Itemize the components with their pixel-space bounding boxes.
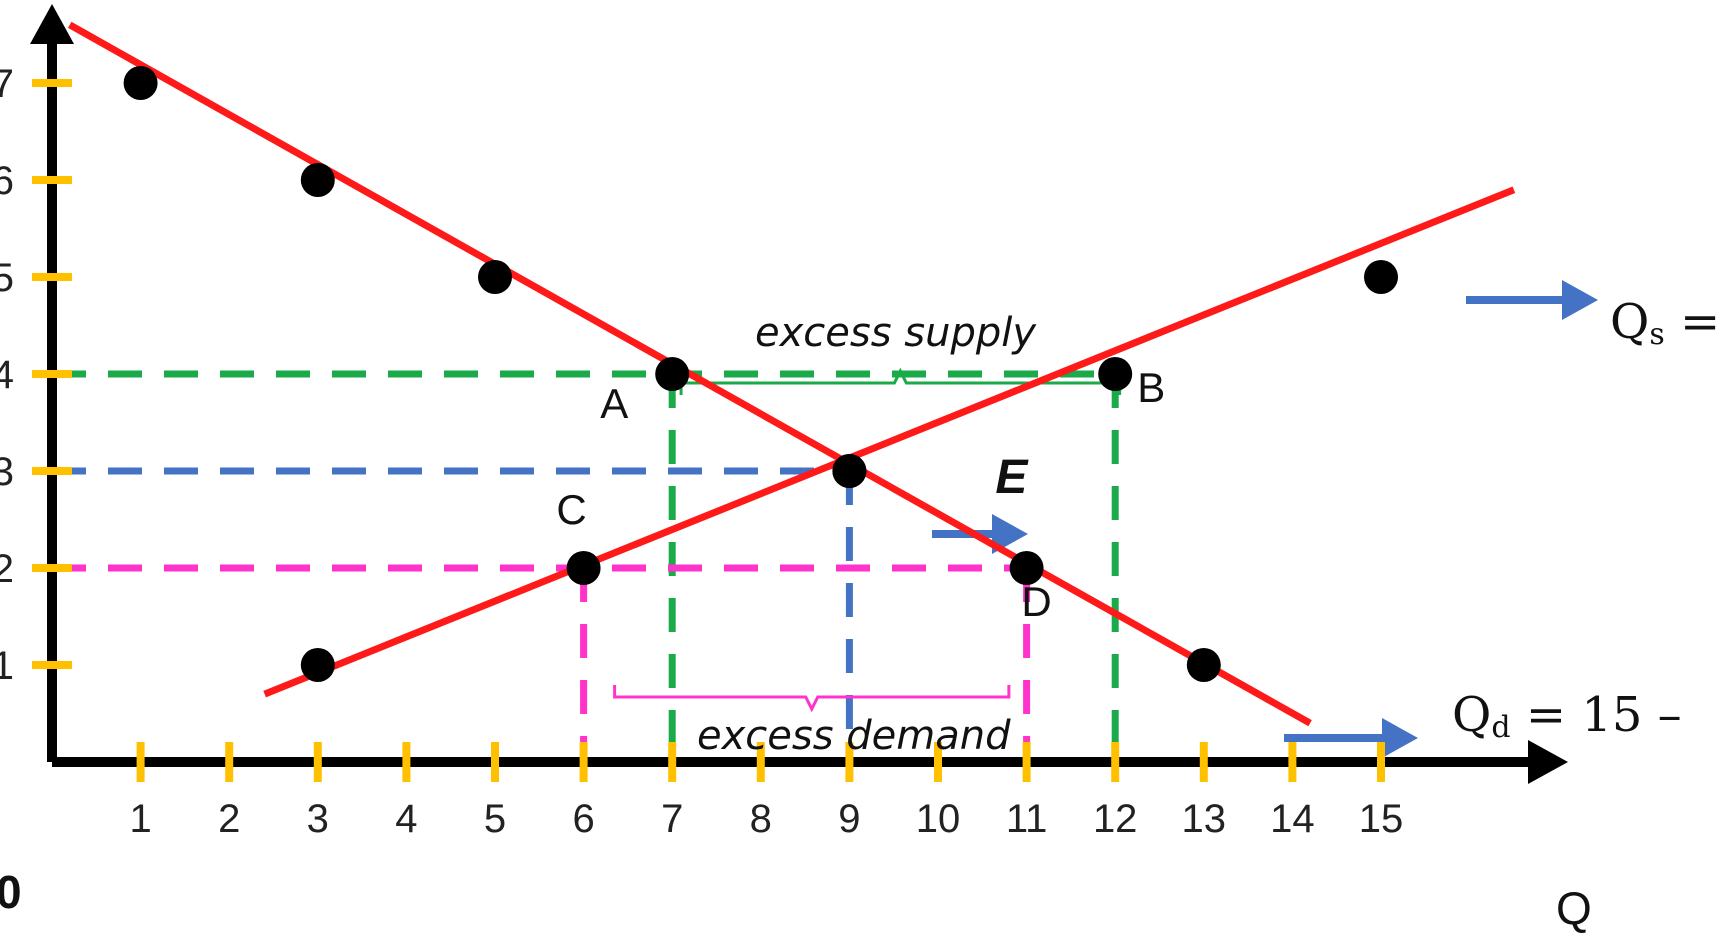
data-point-1-1 bbox=[566, 551, 601, 585]
y-axis-arrowhead bbox=[30, 4, 74, 44]
x-tick-label: 13 bbox=[1182, 797, 1227, 841]
x-axis-arrowhead bbox=[1528, 740, 1568, 784]
x-tick-label: 7 bbox=[661, 797, 683, 841]
data-point-0-2 bbox=[478, 260, 512, 294]
x-tick-label: 1 bbox=[129, 797, 151, 841]
data-point-0-6 bbox=[1186, 648, 1221, 682]
y-tick-label: 2 bbox=[0, 547, 14, 591]
y-tick-label: 4 bbox=[0, 353, 14, 397]
x-tick-label: 9 bbox=[838, 797, 860, 841]
data-point-0-0 bbox=[123, 66, 158, 100]
curve-lines bbox=[68, 21, 1516, 727]
x-tick-label: 14 bbox=[1270, 797, 1315, 841]
y-tick-label: 7 bbox=[0, 62, 14, 106]
curve-line-0 bbox=[68, 21, 1312, 727]
point-label-e: E bbox=[995, 451, 1029, 504]
x-tick-label: 12 bbox=[1093, 797, 1138, 841]
y-tick-label: 5 bbox=[0, 256, 14, 300]
x-tick-label: 2 bbox=[218, 797, 240, 841]
data-point-0-5 bbox=[1009, 551, 1044, 585]
y-tick-label: 1 bbox=[0, 644, 14, 688]
x-tick-label: 5 bbox=[484, 797, 506, 841]
x-tick-label: 8 bbox=[750, 797, 772, 841]
point-label-b: B bbox=[1137, 364, 1165, 411]
origin-label: 0 bbox=[0, 866, 22, 918]
data-point-0-3 bbox=[655, 357, 690, 391]
demand-arrow-head bbox=[1382, 718, 1418, 758]
text-labels: 0 Q excess supply excess demand Qs = Qd … bbox=[0, 62, 1720, 934]
x-tick-label: 11 bbox=[1006, 797, 1048, 841]
x-tick-label: 3 bbox=[307, 797, 329, 841]
point-label-d: D bbox=[1021, 578, 1051, 625]
excess-demand-label: excess demand bbox=[697, 713, 1011, 759]
guide-lines bbox=[52, 370, 1119, 762]
data-point-1-4 bbox=[1364, 260, 1398, 294]
x-axis-label: Q bbox=[1556, 882, 1592, 934]
y-tick-label: 6 bbox=[0, 159, 14, 203]
supply-equation: Qs = bbox=[1610, 294, 1720, 352]
point-label-a: A bbox=[600, 380, 628, 427]
axes bbox=[30, 4, 1598, 784]
data-point-0-1 bbox=[300, 163, 335, 197]
equilibrium-arrow-head bbox=[992, 514, 1028, 554]
data-point-1-3 bbox=[1098, 357, 1133, 391]
data-points bbox=[123, 66, 1398, 682]
demand-equation: Qd = 15 – bbox=[1452, 687, 1682, 745]
excess-supply-label: excess supply bbox=[755, 310, 1037, 356]
y-tick-label: 3 bbox=[0, 450, 14, 494]
tick-marks bbox=[32, 79, 1385, 782]
x-tick-label: 10 bbox=[916, 797, 961, 841]
curve-line-1 bbox=[263, 186, 1516, 698]
excess-demand-brace bbox=[613, 685, 1011, 713]
data-point-1-2 bbox=[832, 454, 867, 488]
point-label-c: C bbox=[556, 486, 586, 533]
x-tick-label: 6 bbox=[572, 797, 594, 841]
x-tick-label: 15 bbox=[1359, 797, 1404, 841]
supply-arrow-head bbox=[1562, 280, 1598, 320]
data-point-1-0 bbox=[300, 648, 335, 682]
x-tick-label: 4 bbox=[395, 797, 417, 841]
